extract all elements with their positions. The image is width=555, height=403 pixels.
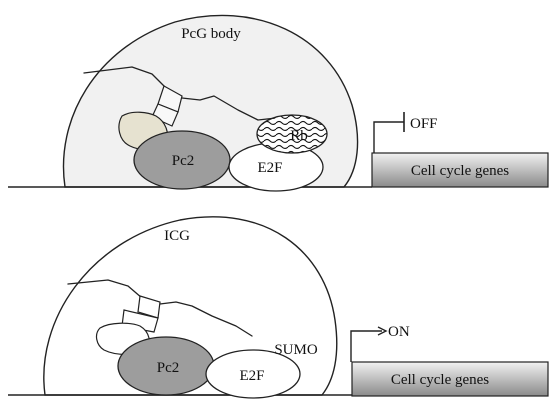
bottom-gene-label: Cell cycle genes bbox=[391, 372, 489, 388]
top-pc2-label: Pc2 bbox=[172, 153, 195, 169]
top-gene-box bbox=[371, 152, 549, 188]
rb-label: Rb bbox=[290, 128, 308, 144]
bottom-gene-box bbox=[351, 361, 549, 397]
activation-arrowhead bbox=[377, 326, 388, 336]
repression-arrow bbox=[373, 121, 404, 153]
icg-body-label: ICG bbox=[164, 228, 190, 244]
bottom-e2f-label: E2F bbox=[239, 368, 264, 384]
pcg-body-label: PcG body bbox=[181, 26, 241, 42]
sumo-label: SUMO bbox=[274, 342, 318, 358]
top-chromatin-fiber bbox=[83, 66, 277, 121]
activation-arrow bbox=[350, 330, 382, 362]
bottom-e2f-protein bbox=[205, 349, 301, 399]
bottom-chromatin-fiber bbox=[67, 279, 253, 337]
top-pc2-protein bbox=[133, 130, 231, 190]
top-gene-label: Cell cycle genes bbox=[411, 163, 509, 179]
top-linker-lower bbox=[151, 103, 179, 127]
bottom-panel: Pc2 E2F SUMO ICG ON Cell cycle genes bbox=[8, 216, 549, 399]
top-e2f-label: E2F bbox=[257, 160, 282, 176]
top-panel: Pc2 E2F Rb PcG body OFF Cell cycle genes bbox=[8, 14, 549, 192]
bottom-pc2-label: Pc2 bbox=[157, 360, 180, 376]
off-label: OFF bbox=[410, 116, 438, 132]
on-label: ON bbox=[388, 324, 410, 340]
rb-protein bbox=[256, 114, 328, 154]
